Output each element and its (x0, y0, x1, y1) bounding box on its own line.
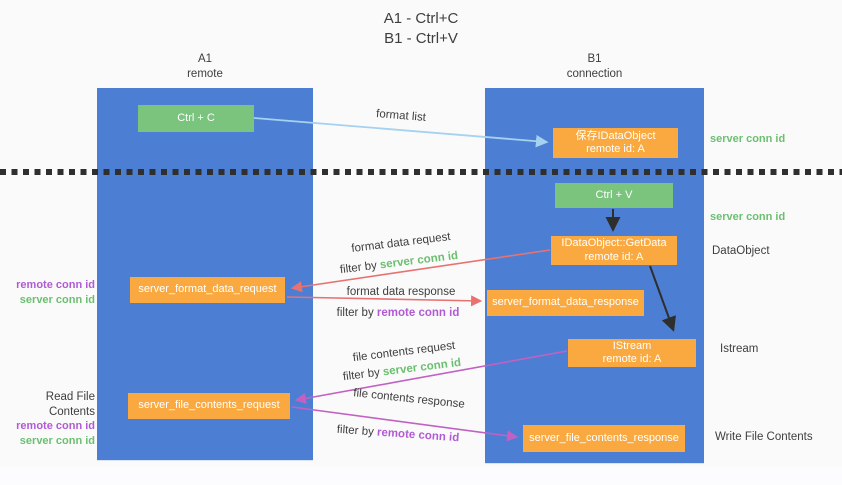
lane-a1-subtitle: remote (187, 68, 223, 80)
server-conn-id-text: server conn id (382, 356, 462, 379)
node-ctrl-c-label: Ctrl + C (177, 111, 215, 124)
node-idataobject-getdata-line2: remote id: A (584, 250, 644, 263)
node-server-file-contents-request: server_file_contents_request (128, 393, 290, 419)
node-idataobject-getdata-line1: IDataObject::GetData (561, 237, 667, 249)
lane-b1-name: B1 (587, 53, 602, 65)
dotted-separator-line (0, 169, 842, 175)
diagram-title-line1: A1 - Ctrl+C (383, 10, 459, 27)
diagram-title: A1 - Ctrl+C B1 - Ctrl+V (0, 9, 842, 49)
node-server-file-contents-response: server_file_contents_response (523, 425, 685, 452)
right-label-server-conn-id-top: server conn id (710, 133, 786, 145)
node-server-format-data-response: server_format_data_response (487, 290, 644, 316)
node-istream-line1: IStream (612, 339, 652, 352)
server-conn-id-text: server conn id (379, 249, 459, 272)
diagram-title-line2: B1 - Ctrl+V (384, 30, 458, 47)
node-server-format-data-response-label: server_format_data_response (492, 296, 639, 309)
node-server-format-data-request-label: server_format_data_request (138, 283, 277, 296)
node-server-file-contents-response-label: server_file_contents_response (529, 431, 679, 444)
right-label-istream: Istream (720, 343, 759, 355)
left-server-conn-id-bottom: server conn id (19, 434, 95, 447)
lane-b1-header: B1 connection (485, 52, 704, 82)
remote-conn-id-text: remote conn id (376, 307, 460, 319)
right-label-write-file-contents: Write File Contents (715, 431, 813, 443)
node-server-format-data-request: server_format_data_request (130, 277, 285, 303)
left-remote-conn-id-bottom: remote conn id (16, 420, 95, 432)
filter-by-text: filter by (339, 259, 378, 277)
lane-b1-subtitle: connection (566, 68, 623, 80)
right-label-server-conn-id-mid: server conn id (710, 211, 786, 223)
label-format-list: format list (375, 108, 427, 124)
label-filter-by-remote-conn-id-2: filter by remote conn id (336, 424, 459, 445)
node-ctrl-v-label: Ctrl + V (595, 188, 633, 201)
node-save-idataobject: 保存IDataObject remote id: A (553, 128, 678, 158)
filter-by-text: filter by (336, 423, 375, 439)
node-ctrl-v: Ctrl + V (555, 183, 673, 208)
node-server-file-contents-request-label: server_file_contents_request (138, 399, 280, 412)
label-file-contents-response: file contents response (352, 387, 466, 411)
node-save-idataobject-line2: remote id: A (586, 143, 645, 155)
filter-by-text: filter by (342, 366, 381, 384)
node-save-idataobject-line1: 保存IDataObject (575, 129, 656, 142)
node-istream-line2: remote id: A (602, 353, 662, 365)
remote-conn-id-text: remote conn id (376, 426, 460, 445)
node-istream: IStream remote id: A (568, 339, 696, 367)
bottom-strip (0, 467, 842, 485)
left-remote-conn-id-top: remote conn id (16, 279, 95, 291)
lane-a1-header: A1 remote (97, 52, 313, 82)
right-label-dataobject: DataObject (712, 245, 770, 257)
left-conn-id-block-top: remote conn id server conn id (10, 278, 95, 307)
lane-a1-name: A1 (197, 53, 213, 65)
left-read-file-contents: Read File Contents (45, 391, 95, 418)
filter-by-text: filter by (336, 307, 374, 319)
node-idataobject-getdata: IDataObject::GetData remote id: A (551, 236, 677, 265)
node-ctrl-c: Ctrl + C (138, 105, 254, 132)
left-read-file-contents-block: Read File Contents remote conn id server… (6, 390, 95, 448)
label-format-data-response: format data response (346, 286, 456, 298)
left-server-conn-id-top: server conn id (19, 293, 95, 306)
label-filter-by-remote-conn-id-1: filter by remote conn id (337, 307, 460, 319)
